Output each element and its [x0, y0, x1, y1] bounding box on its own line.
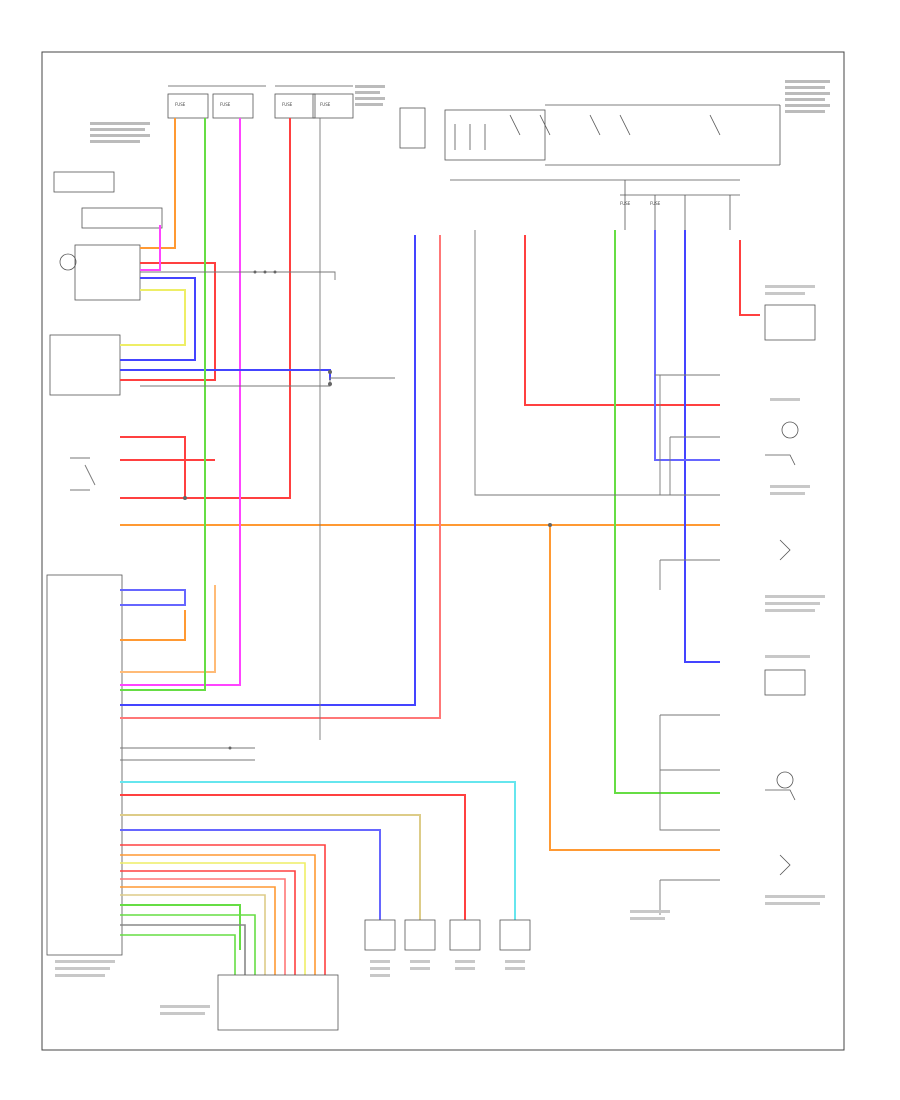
wire-green-3: [120, 904, 241, 950]
wire-harness: [120, 118, 760, 950]
connector-pins: [183, 270, 552, 750]
wire-blue-4: [120, 277, 196, 361]
bottom-sensors: [217, 919, 531, 1031]
right-labels: [630, 285, 825, 920]
wire-blue-3: [120, 369, 331, 380]
fuse-label-2: FUSE: [220, 102, 231, 107]
left-component-boxes: [46, 171, 163, 956]
fuse-label-6: FUSE: [650, 201, 661, 206]
fuse-label-3: FUSE: [282, 102, 293, 107]
top-relay-switches: [399, 104, 781, 230]
wire-orange-down: [549, 525, 720, 851]
diagram-border: [41, 51, 845, 1051]
top-labels: [90, 80, 830, 143]
wire-cyan-1: [120, 781, 516, 920]
wire-blue-7: [654, 230, 720, 461]
wire-blue-6: [120, 829, 381, 920]
top-fuse-block: [167, 85, 354, 119]
wire-orange-lower-2: [120, 585, 216, 673]
wire-red-8: [120, 235, 441, 719]
wire-magenta-2: [140, 225, 161, 271]
black-wires: [70, 118, 720, 915]
wire-blue-1: [120, 235, 416, 706]
wire-orange-lower-1: [120, 610, 186, 641]
wire-yellow-1: [120, 289, 186, 346]
wire-tan-1: [120, 814, 421, 920]
wire-red-3: [120, 436, 186, 498]
fuse-labels: FUSE FUSE FUSE FUSE FUSE FUSE: [175, 102, 661, 206]
fuse-label-1: FUSE: [175, 102, 186, 107]
wire-magenta-1: [120, 118, 241, 686]
wire-orange-top: [140, 118, 176, 249]
fuse-label-5: FUSE: [620, 201, 631, 206]
connector-fan-wires: [120, 844, 326, 975]
bottom-labels: [55, 960, 525, 1015]
wire-blue-5: [120, 589, 186, 606]
right-components: [764, 304, 816, 876]
wire-green-2: [614, 230, 720, 794]
wire-red-6: [739, 240, 760, 316]
wire-red-5: [524, 235, 720, 406]
wire-red-1: [120, 118, 291, 499]
wire-blue-2: [684, 230, 720, 663]
wire-green-1: [120, 118, 206, 691]
fuse-label-4: FUSE: [320, 102, 331, 107]
wire-red-7: [120, 794, 466, 920]
wire-red-2: [120, 262, 216, 381]
